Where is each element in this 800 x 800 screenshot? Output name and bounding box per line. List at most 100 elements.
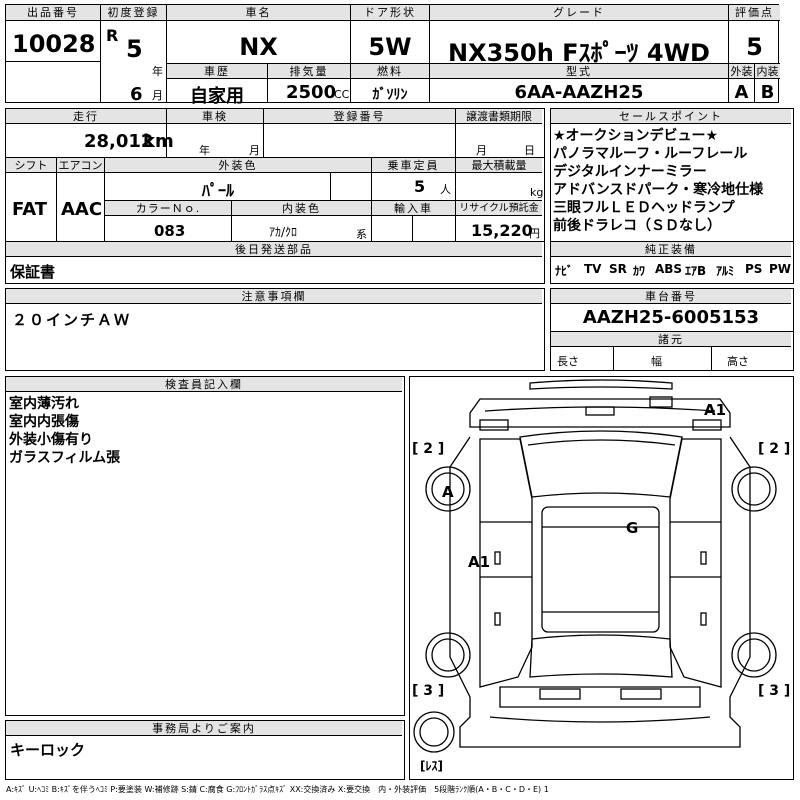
length-label: 長さ [557, 355, 579, 368]
equip-tv: TV [584, 262, 602, 276]
hood-shape [469, 398, 731, 428]
wheel-rr [731, 632, 777, 678]
inspector-note: 室内内張傷 [9, 414, 79, 430]
office-label: 事務局よりご案内 [6, 721, 402, 736]
interior-label: 内装色 [232, 201, 371, 216]
insp-year-unit: 年 [199, 144, 210, 157]
cc-unit: CC [334, 88, 350, 101]
recycle-fee: 15,220 [471, 221, 533, 240]
km-unit: km [143, 131, 174, 152]
ext-grade: A [734, 82, 749, 103]
recycle-label: リサイクル預託金 [456, 201, 542, 216]
windshield-shape [519, 430, 683, 498]
first-reg-label: 初度登録 [101, 5, 166, 21]
score-label: 評価点 [729, 5, 780, 21]
sales-points-block: セールスポイント ★オークションデビュー★ パノラマルーフ・ルーフレール デジタ… [550, 108, 794, 284]
wheel-fl [425, 466, 471, 512]
inspector-label: 検査員記入欄 [6, 377, 402, 392]
bracket-rr: [ 3 ] [758, 683, 791, 699]
equip-ps: PS [745, 262, 763, 276]
ac: AAC [61, 199, 103, 220]
year-unit: 年 [152, 65, 163, 78]
spec-label: 諸元 [551, 332, 791, 347]
interior-color: ｱｶ/ｸﾛ [269, 225, 298, 239]
lot-number: 10028 [12, 30, 96, 58]
door-type: 5W [368, 33, 412, 61]
ac-label: エアコン [57, 158, 104, 173]
reg-month: 6 [130, 84, 143, 105]
inspector-block: 検査員記入欄 室内薄汚れ 室内内張傷 外装小傷有り ガラスフィルム張 [5, 376, 405, 716]
office-block: 事務局よりご案内 キーロック [5, 720, 405, 780]
chassis-block: 車台番号 AAZH25-6005153 諸元 長さ 幅 高さ [550, 288, 794, 371]
inspection-label: 車検 [167, 109, 263, 124]
shift: FAT [12, 199, 48, 220]
bracket-fl: [ 2 ] [412, 441, 445, 457]
chassis-label: 車台番号 [551, 289, 791, 304]
import-label: 輸入車 [372, 201, 455, 216]
transfer-day-unit: 日 [524, 144, 535, 157]
equip-navi: ﾅﾋﾞ [555, 264, 574, 278]
car-diagram [413, 379, 777, 753]
transfer-month-unit: 月 [476, 144, 487, 157]
shift-label: シフト [6, 158, 56, 173]
sales-item: 前後ドラレコ（ＳＤなし） [553, 218, 721, 234]
wheel-rl [425, 632, 471, 678]
int-label: 内装 [755, 64, 780, 79]
later-parts: 保証書 [10, 263, 56, 281]
person-unit: 人 [440, 183, 451, 196]
inspector-note: ガラスフィルム張 [9, 450, 121, 466]
int-grade: B [760, 82, 775, 103]
model: 6AA-AAZH25 [514, 82, 644, 103]
mark-a1-front: A1 [704, 401, 727, 419]
notes-text: ２０インチＡＷ [12, 311, 132, 329]
sales-item: 三眼フルＬＥＤヘッドランプ [553, 200, 735, 216]
regnum-label: 登録番号 [264, 109, 455, 124]
bracket-rl: [ 3 ] [412, 683, 445, 699]
grade: NX350h Fｽﾎﾟｰﾂ 4WD [448, 39, 710, 67]
office-text: キーロック [10, 741, 86, 759]
sales-item: デジタルインナーミラー [553, 164, 707, 180]
vehicle-detail-block: 走行 車検 登録番号 譲渡書類期限 28,012 km 年 月 月 日 シフト … [5, 108, 545, 284]
rear-window-shape [529, 634, 673, 678]
transfer-label: 譲渡書類期限 [456, 109, 542, 124]
yen-unit: 円 [529, 227, 540, 240]
model-label: 型式 [430, 64, 728, 79]
body-color: ﾊﾟｰﾙ [201, 181, 234, 200]
mileage: 28,012 [84, 131, 154, 152]
kg-unit: kg [530, 186, 544, 199]
equip-label: 純正装備 [551, 242, 791, 257]
right-body-shape [669, 438, 722, 688]
inspector-note: 室内薄汚れ [9, 396, 79, 412]
equip-sr: SR [609, 262, 627, 276]
color-number: 083 [154, 222, 186, 240]
car-name: NX [239, 33, 278, 61]
spare-label: [ﾚｽ] [420, 759, 443, 773]
score: 5 [746, 33, 763, 61]
equip-pw: PW [769, 262, 792, 276]
sales-item: アドバンスドパーク・寒冷地仕様 [553, 182, 764, 198]
notes-label: 注意事項欄 [6, 289, 542, 304]
width-label: 幅 [651, 355, 662, 368]
spare-tire [413, 711, 455, 753]
sales-item: ★オークションデビュー★ [553, 128, 719, 144]
capacity-label: 乗車定員 [372, 158, 455, 173]
roof-shape [541, 506, 660, 633]
grade-label: グレード [430, 5, 728, 21]
fuel-label: 燃料 [351, 64, 429, 79]
sales-label: セールスポイント [551, 109, 791, 124]
inspector-note: 外装小傷有り [9, 432, 93, 448]
chassis-number: AAZH25-6005153 [582, 307, 760, 328]
history: 自家用 [190, 86, 244, 107]
displacement-label: 排気量 [268, 64, 350, 79]
lot-label: 出品番号 [6, 5, 100, 21]
car-name-label: 車名 [167, 5, 350, 21]
reg-year: 5 [126, 35, 143, 63]
car-diagram-block: A1 A G A1 [ 2 ] [ 2 ] [ 3 ] [ 3 ] [ﾚｽ] [409, 376, 794, 780]
equip-abs: ABS [655, 262, 683, 276]
kei-unit: 系 [356, 228, 367, 241]
mileage-label: 走行 [6, 109, 166, 124]
equip-airbag: ｴｱB [685, 264, 707, 278]
legend: A:ｷｽﾞ U:ﾍｺﾐ B:ｷｽﾞを伴うﾍｺﾐ P:要塗装 W:補修跡 S:錆 … [6, 785, 549, 794]
mark-a1-side: A1 [468, 553, 491, 571]
mark-a-wheel: A [442, 483, 454, 501]
